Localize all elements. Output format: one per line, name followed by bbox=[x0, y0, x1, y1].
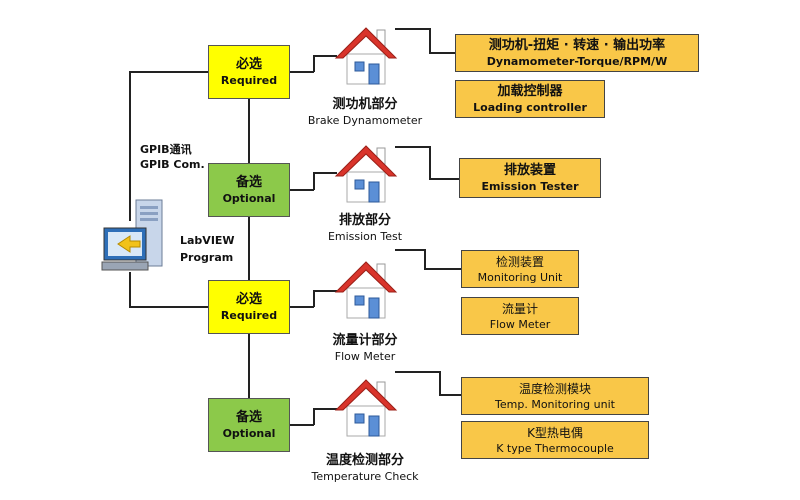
info-label-cn: 检测装置 bbox=[495, 254, 544, 269]
info-label-en: Monitoring Unit bbox=[477, 270, 563, 284]
house3-info-h bbox=[395, 249, 425, 251]
module-title: 流量计部分 Flow Meter bbox=[290, 332, 440, 364]
info-label-en: Flow Meter bbox=[489, 317, 551, 331]
info-box: 加载控制器 Loading controller bbox=[455, 80, 605, 118]
badge-optional: 备选 Optional bbox=[208, 398, 290, 452]
info-box: 检测装置 Monitoring Unit bbox=[461, 250, 579, 288]
info-label-en: Emission Tester bbox=[481, 179, 579, 193]
info-box: 测功机-扭矩 · 转速 · 输出功率 Dynamometer-Torque/RP… bbox=[455, 34, 699, 72]
badge3-house-v bbox=[313, 290, 315, 307]
module-title-cn: 流量计部分 bbox=[332, 333, 398, 348]
house3-info-v bbox=[424, 249, 426, 269]
module-title-cn: 测功机部分 bbox=[332, 97, 398, 112]
house4-info-h2 bbox=[439, 394, 461, 396]
computer-icon bbox=[100, 198, 172, 278]
house-icon bbox=[333, 374, 399, 440]
info-label-cn: K型热电偶 bbox=[527, 425, 583, 440]
badge3-house-h bbox=[290, 306, 314, 308]
house1-info-h2 bbox=[429, 52, 455, 54]
info-label-cn: 流量计 bbox=[501, 301, 538, 316]
module-title-en: Temperature Check bbox=[311, 470, 419, 483]
badge2-house-v bbox=[313, 172, 315, 190]
info-label-cn: 加载控制器 bbox=[497, 83, 563, 99]
house-icon bbox=[333, 22, 399, 88]
badge-required: 必选 Required bbox=[208, 45, 290, 99]
badge-label-cn: 备选 bbox=[235, 174, 262, 190]
house4-info-h bbox=[395, 371, 440, 373]
info-label-cn: 排放装置 bbox=[503, 162, 556, 178]
module-title-en: Emission Test bbox=[327, 230, 403, 243]
module-title: 测功机部分 Brake Dynamometer bbox=[290, 96, 440, 128]
program-label-line2: Program bbox=[180, 251, 234, 264]
module-title-en: Brake Dynamometer bbox=[307, 114, 423, 127]
info-label-en: K type Thermocouple bbox=[496, 441, 614, 455]
connector-bottom-horizontal bbox=[129, 306, 209, 308]
badge2-house-h2 bbox=[313, 172, 337, 174]
badge-optional: 备选 Optional bbox=[208, 163, 290, 217]
house2-info-v bbox=[429, 146, 431, 179]
badge4-house-h2 bbox=[313, 408, 337, 410]
info-box: 排放装置 Emission Tester bbox=[459, 158, 601, 198]
house2-info-h bbox=[395, 146, 430, 148]
badge-label-en: Optional bbox=[222, 426, 276, 440]
badge-label-en: Required bbox=[220, 73, 278, 87]
house-icon bbox=[333, 140, 399, 206]
badge4-house-v bbox=[313, 408, 315, 425]
house1-info-h bbox=[395, 28, 430, 30]
badge2-house-h bbox=[290, 189, 314, 191]
info-label-cn: 温度检测模块 bbox=[518, 381, 591, 396]
badge-required: 必选 Required bbox=[208, 280, 290, 334]
info-box: K型热电偶 K type Thermocouple bbox=[461, 421, 649, 459]
house1-info-v bbox=[429, 28, 431, 53]
badge-label-cn: 必选 bbox=[235, 56, 262, 72]
info-box: 流量计 Flow Meter bbox=[461, 297, 579, 335]
badge-label-en: Required bbox=[220, 308, 278, 322]
gpib-label-cn: GPIB通讯 bbox=[140, 143, 192, 156]
info-label-en: Loading controller bbox=[473, 100, 587, 114]
module-title-cn: 排放部分 bbox=[338, 213, 391, 228]
connector-top-vertical bbox=[129, 71, 131, 221]
house4-info-v bbox=[439, 371, 441, 395]
gpib-label-en: GPIB Com. bbox=[140, 158, 205, 171]
info-box: 温度检测模块 Temp. Monitoring unit bbox=[461, 377, 649, 415]
info-label-cn: 测功机-扭矩 · 转速 · 输出功率 bbox=[488, 37, 666, 53]
spine-line bbox=[248, 98, 250, 403]
connector-top-horizontal bbox=[129, 71, 209, 73]
house2-info-h2 bbox=[429, 178, 459, 180]
module-title-en: Flow Meter bbox=[334, 350, 396, 363]
connector-bottom-vertical bbox=[129, 272, 131, 307]
badge-label-cn: 备选 bbox=[235, 409, 262, 425]
badge1-house-h bbox=[290, 71, 314, 73]
badge1-house-h2 bbox=[313, 55, 337, 57]
info-label-en: Temp. Monitoring unit bbox=[495, 397, 615, 411]
module-title: 排放部分 Emission Test bbox=[290, 212, 440, 244]
badge3-house-h2 bbox=[313, 290, 337, 292]
module-title-cn: 温度检测部分 bbox=[325, 453, 404, 468]
info-label-en: Dynamometer-Torque/RPM/W bbox=[486, 54, 668, 68]
program-label-line1: LabVIEW bbox=[180, 234, 235, 247]
badge1-house-v bbox=[313, 55, 315, 72]
module-title: 温度检测部分 Temperature Check bbox=[290, 452, 440, 484]
house3-info-h2 bbox=[424, 268, 461, 270]
badge4-house-h bbox=[290, 424, 314, 426]
badge-label-en: Optional bbox=[222, 191, 276, 205]
house-icon bbox=[333, 256, 399, 322]
badge-label-cn: 必选 bbox=[235, 291, 262, 307]
